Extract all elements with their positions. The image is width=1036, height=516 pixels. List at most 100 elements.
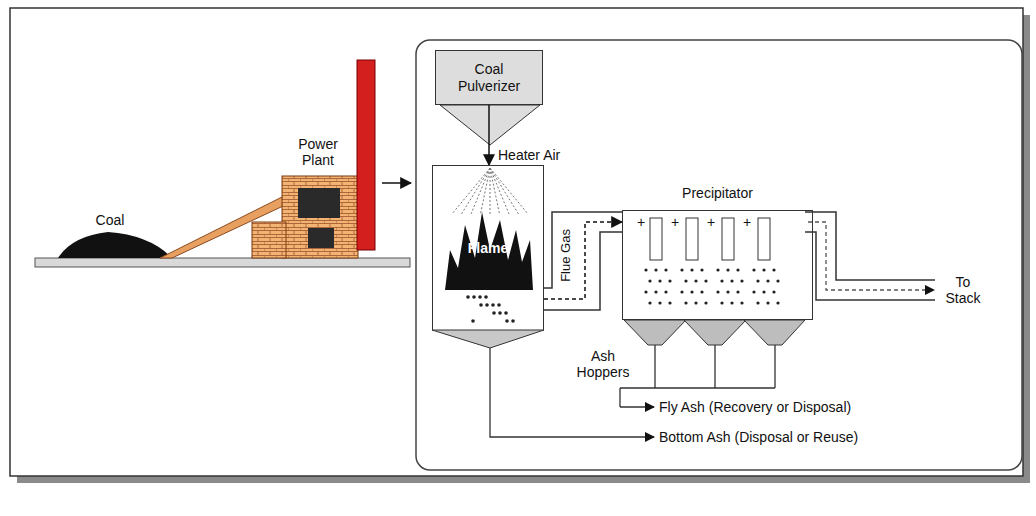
drawing-part: [658, 279, 661, 282]
plant-building: [282, 176, 358, 258]
drawing-part: [644, 290, 647, 293]
drawing-part: [664, 290, 667, 293]
polarity-sign: +: [739, 214, 755, 230]
flow-label: Heater Air: [498, 147, 578, 163]
drawing-part: [694, 279, 697, 282]
drawing-part: [684, 320, 746, 345]
flame-shape: [445, 212, 533, 290]
drawing-part: [700, 268, 703, 271]
polarity-sign: +: [667, 214, 683, 230]
drawing-part: [624, 320, 686, 345]
drawing-part: [776, 301, 779, 304]
drawing-part: [684, 279, 687, 282]
drawing-part: [490, 168, 519, 214]
feed-arrow: [488, 105, 490, 165]
ground: [35, 258, 410, 267]
drawing-part: [720, 301, 723, 304]
conveyor: [160, 194, 296, 258]
drawing-part: [504, 311, 508, 315]
zoom-arrow: [382, 182, 411, 184]
drawing-part: [704, 279, 707, 282]
drawing-part: [690, 268, 693, 271]
drawing-part: [756, 301, 759, 304]
drawing-part: [466, 295, 470, 299]
drawing-part: [740, 279, 743, 282]
drawing-part: [654, 268, 657, 271]
drawing-part: [648, 301, 651, 304]
stack-flow-arrow: [808, 222, 934, 290]
bottom-ash-particles: [466, 295, 515, 323]
coal-spray: [452, 168, 528, 214]
drawing-part: [758, 218, 770, 260]
plant-door: [308, 228, 334, 248]
fly-ash-arrow: [620, 406, 654, 407]
drawing-part: [690, 290, 693, 293]
drawing-part: [716, 290, 719, 293]
drawing-part: [648, 279, 651, 282]
drawing-part: [462, 168, 491, 214]
part-label: Power Plant: [288, 136, 348, 168]
drawing-part: [736, 268, 739, 271]
drawing-part: [766, 301, 769, 304]
flue-duct-inner: [544, 212, 622, 288]
drawing-part: [497, 303, 501, 307]
drawing-part: [700, 290, 703, 293]
drawing-part: [756, 279, 759, 282]
drawing-part: [658, 301, 661, 304]
part-label: Coal: [80, 212, 140, 228]
fly-ash-pipe: [620, 345, 775, 407]
furnace-hopper: [432, 330, 544, 348]
drawing-part: [776, 279, 779, 282]
drawing-part: [668, 301, 671, 304]
drawing-part: [484, 295, 488, 299]
drawing-part: [472, 295, 476, 299]
drawing-part: [730, 301, 733, 304]
drawing-part: [490, 168, 491, 214]
smokestack: [357, 60, 375, 250]
drawing-part: [650, 218, 662, 260]
drawing-part: [680, 268, 683, 271]
drawing-part: [716, 268, 719, 271]
detail-panel: [416, 40, 1022, 470]
fly-ash-particles: [644, 268, 779, 304]
part-label: Ash Hoppers: [572, 348, 634, 380]
drawing-part: [752, 290, 755, 293]
drawing-part: [452, 168, 490, 214]
drawing-part: [492, 311, 496, 315]
polarity-sign: +: [633, 214, 649, 230]
plant-annex: [252, 222, 286, 258]
drawing-part: [485, 303, 489, 307]
furnace-box: Flame: [432, 165, 544, 330]
polarity-sign: +: [703, 214, 719, 230]
bottom-ash-arrow: [490, 348, 654, 437]
drawing-part: [680, 290, 683, 293]
frame: [10, 8, 1023, 476]
drawing-part: [511, 319, 515, 323]
drawing-part: [726, 268, 729, 271]
precipitator-box: Precipitator: [622, 210, 813, 320]
output-label: Bottom Ash (Disposal or Reuse): [659, 429, 899, 445]
drawing-part: [684, 301, 687, 304]
drawing-part: [722, 218, 734, 260]
output-label: Fly Ash (Recovery or Disposal): [659, 399, 899, 415]
drawing-part: [668, 279, 671, 282]
drawing-part: [686, 218, 698, 260]
drawing-part: [491, 303, 495, 307]
drawing-part: [720, 279, 723, 282]
drawing-part: [478, 295, 482, 299]
drawing-part: [762, 290, 765, 293]
drawing-part: [752, 268, 755, 271]
drawing-part: [704, 301, 707, 304]
drawing-part: [736, 290, 739, 293]
pulverizer-box: Coal Pulverizer: [435, 50, 543, 105]
drawing-part: [490, 168, 528, 214]
drawing-part: [772, 268, 775, 271]
drawing-part: [479, 303, 483, 307]
drawing-part: [498, 311, 502, 315]
drawing-part: [730, 279, 733, 282]
drawing-part: [654, 290, 657, 293]
drawing-part: [664, 268, 667, 271]
drawing-part: [762, 268, 765, 271]
